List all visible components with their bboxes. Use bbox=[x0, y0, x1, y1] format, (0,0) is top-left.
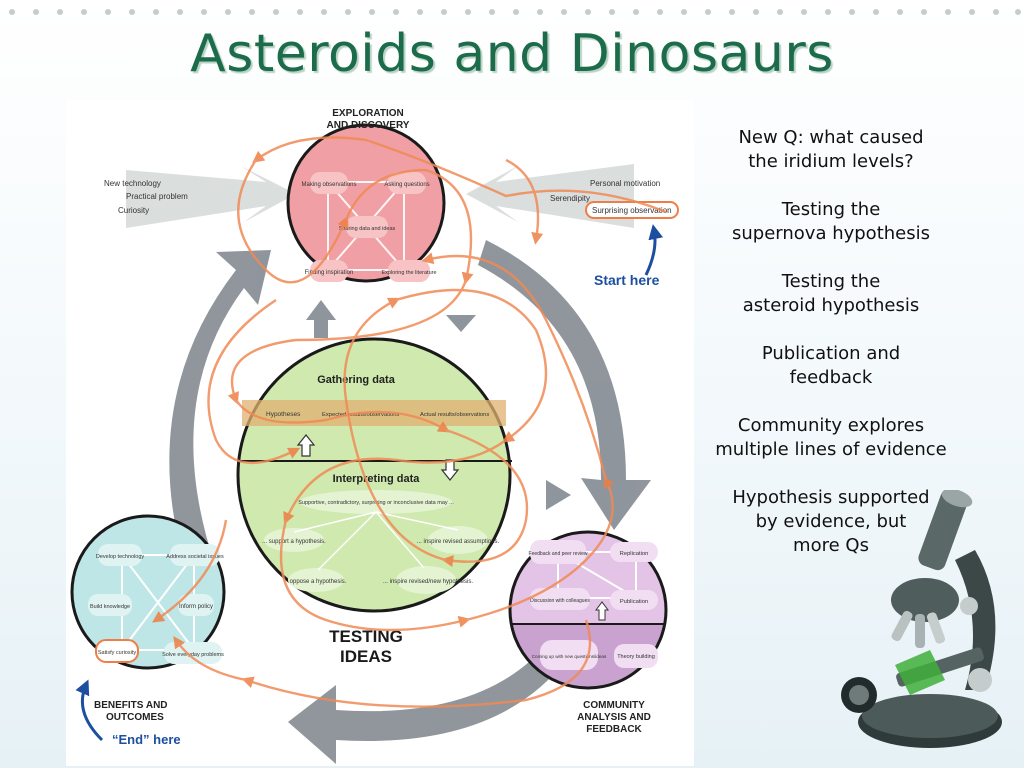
exploration-title-2: AND DISCOVERY bbox=[327, 120, 410, 131]
community-title-3: FEEDBACK bbox=[586, 724, 642, 735]
band-actual: Actual results/observations bbox=[420, 412, 489, 418]
cycle-arrows bbox=[169, 240, 651, 764]
community-publication: Publication bbox=[620, 599, 648, 605]
benefit-solve-problems: Solve everyday problems bbox=[162, 652, 224, 658]
community-theory-building: Theory building bbox=[617, 654, 655, 660]
benefits-circle: Develop technology Address societal issu… bbox=[70, 514, 226, 670]
start-here-label: Start here bbox=[594, 272, 660, 288]
exploration-node-finding-inspiration: Finding inspiration bbox=[305, 270, 354, 276]
slide-title: Asteroids and Dinosaurs bbox=[190, 24, 834, 84]
end-here-label: “End” here bbox=[112, 732, 181, 747]
note-2: Testing the supernova hypothesis bbox=[732, 199, 930, 244]
start-arrow-icon bbox=[644, 224, 664, 276]
benefit-inform-policy: Inform policy bbox=[179, 604, 213, 610]
exploration-node-literature: Exploring the literature bbox=[381, 270, 436, 276]
outcome-support: ... support a hypothesis. bbox=[262, 539, 326, 545]
outcome-oppose: oppose a hypothesis. bbox=[290, 579, 347, 585]
exploration-node-making-observations: Making observations bbox=[301, 182, 356, 188]
community-new-questions: Coming up with new questions/ideas bbox=[532, 654, 607, 659]
testing-ideas-title-2: IDEAS bbox=[340, 647, 392, 666]
note-6: Hypothesis supported by evidence, but mo… bbox=[732, 487, 930, 556]
note-5: Community explores multiple lines of evi… bbox=[715, 415, 947, 460]
microscope-illustration bbox=[841, 490, 1002, 748]
note-1: New Q: what caused the iridium levels? bbox=[738, 127, 924, 172]
benefit-address-issues: Address societal issues bbox=[166, 554, 224, 560]
slide-dot-border bbox=[9, 9, 1021, 15]
science-flowchart: New technology Practical problem Curiosi… bbox=[66, 100, 694, 766]
interpreting-data-label: Interpreting data bbox=[333, 473, 421, 485]
right-input-1: Personal motivation bbox=[590, 179, 660, 188]
band-hypotheses: Hypotheses bbox=[266, 411, 301, 418]
benefit-build-knowledge: Build knowledge bbox=[90, 604, 130, 610]
community-title-1: COMMUNITY bbox=[583, 700, 645, 711]
note-4: Publication and feedback bbox=[761, 343, 901, 388]
notes-column: New Q: what caused the iridium levels? T… bbox=[700, 126, 962, 582]
outcome-revised-assumptions: ... inspire revised assumptions. bbox=[417, 539, 500, 545]
benefits-title-2: OUTCOMES bbox=[106, 712, 164, 723]
testing-ideas-title-1: TESTING bbox=[329, 627, 403, 646]
community-discussion: Discussion with colleagues bbox=[530, 598, 590, 604]
benefit-develop-technology: Develop technology bbox=[96, 554, 145, 560]
gathering-data-label: Gathering data bbox=[317, 374, 396, 386]
community-replication: Replication bbox=[620, 551, 649, 557]
outcome-new-hypothesis: ... inspire revised/new hypothesis. bbox=[383, 579, 473, 585]
surprising-observation-box bbox=[585, 201, 679, 219]
note-3: Testing the asteroid hypothesis bbox=[742, 271, 920, 316]
benefit-satisfy-curiosity: Satisfy curiosity bbox=[98, 650, 136, 656]
left-input-2: Practical problem bbox=[126, 192, 188, 201]
community-circle: Feedback and peer review Replication Dis… bbox=[508, 530, 668, 690]
end-arrow-icon bbox=[75, 679, 104, 742]
community-title-2: ANALYSIS AND bbox=[577, 712, 651, 723]
right-input-2: Serendipity bbox=[550, 194, 590, 203]
exploration-node-asking-questions: Asking questions bbox=[384, 182, 429, 188]
right-input-3: Surprising observation bbox=[592, 206, 672, 215]
left-input-3: Curiosity bbox=[118, 206, 149, 215]
exploration-title-1: EXPLORATION bbox=[332, 108, 403, 119]
left-input-1: New technology bbox=[104, 179, 161, 188]
benefits-title-1: BENEFITS AND bbox=[94, 700, 168, 711]
exploration-circle: Making observations Asking questions Sha… bbox=[286, 123, 446, 283]
band-expected: Expected results/observations bbox=[322, 412, 399, 418]
testing-circle bbox=[236, 337, 512, 613]
community-feedback: Feedback and peer review bbox=[529, 551, 588, 557]
exploration-node-sharing: Sharing data and ideas bbox=[339, 226, 396, 232]
science-path bbox=[152, 136, 667, 708]
